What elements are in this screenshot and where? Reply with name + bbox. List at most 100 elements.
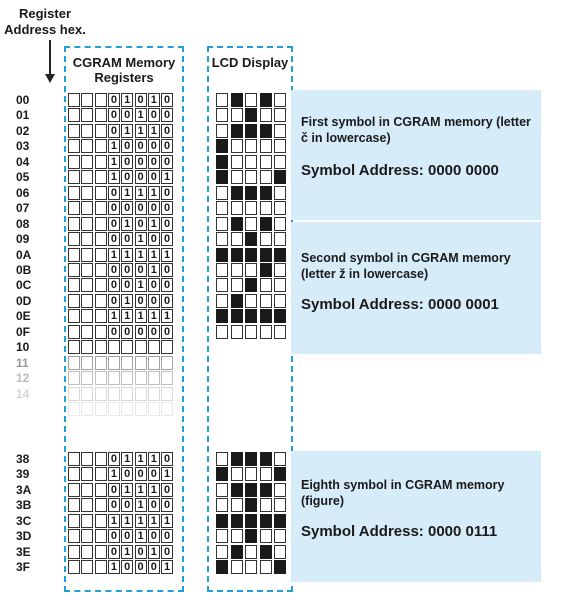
lcd-pixel bbox=[259, 232, 272, 247]
lcd-pixel bbox=[259, 324, 272, 339]
register-bit-cell bbox=[81, 185, 94, 200]
lcd-pixel bbox=[245, 309, 257, 324]
lcd-pixel bbox=[274, 247, 286, 262]
register-bit-cell bbox=[81, 123, 94, 138]
lcd-pixel bbox=[216, 108, 228, 123]
register-bit-cell: 0 bbox=[147, 108, 160, 123]
lcd-pixel bbox=[230, 232, 243, 247]
symbol-description: Eighth symbol in CGRAM memory (figure) bbox=[301, 478, 505, 508]
register-bit-cell: 1 bbox=[107, 170, 120, 185]
lcd-pixel bbox=[259, 139, 272, 154]
lcd-pixel bbox=[216, 278, 228, 293]
lcd-pixel bbox=[216, 544, 228, 559]
register-bit-cell: 1 bbox=[147, 93, 160, 107]
register-bit-cell: 0 bbox=[161, 108, 174, 123]
register-bit-cell: 0 bbox=[161, 452, 174, 466]
register-bit-cell bbox=[94, 482, 107, 497]
lcd-pixel bbox=[245, 123, 257, 138]
lcd-pixel bbox=[216, 170, 228, 185]
register-address-label: 3B bbox=[16, 498, 32, 513]
register-bit-cell bbox=[81, 278, 94, 293]
lcd-pixel bbox=[230, 201, 243, 216]
lcd-pixel bbox=[274, 185, 286, 200]
register-bit-cell: 1 bbox=[121, 293, 134, 308]
register-bit-cell bbox=[161, 340, 174, 355]
register-bit-cell bbox=[81, 201, 94, 216]
register-bit-cell bbox=[94, 170, 107, 185]
register-address-label: 3F bbox=[16, 560, 31, 575]
register-bit-cell: 0 bbox=[147, 467, 160, 482]
register-bit-cell: 0 bbox=[121, 324, 134, 339]
lcd-pixel bbox=[245, 482, 257, 497]
symbol-description: First symbol in CGRAM memory (letter č i… bbox=[301, 115, 531, 145]
lcd-pixel bbox=[259, 154, 272, 169]
lcd-pixel bbox=[230, 278, 243, 293]
register-bit-cell: 0 bbox=[161, 185, 174, 200]
register-bit-cell: 0 bbox=[134, 467, 147, 482]
register-bit-cell: 1 bbox=[147, 262, 160, 277]
register-bit-cell bbox=[68, 108, 80, 123]
register-bit-cell: 0 bbox=[147, 201, 160, 216]
register-bit-cell bbox=[68, 262, 80, 277]
register-bit-cell: 1 bbox=[121, 185, 134, 200]
lcd-pixel bbox=[245, 278, 257, 293]
register-bit-cell bbox=[161, 355, 174, 370]
register-address-label: 07 bbox=[16, 201, 30, 216]
register-bit-cell: 0 bbox=[107, 123, 120, 138]
register-bit-cell bbox=[68, 123, 80, 138]
lcd-pixel bbox=[259, 123, 272, 138]
register-bit-cell bbox=[68, 513, 80, 528]
lcd-pixel bbox=[274, 139, 286, 154]
register-bit-cell bbox=[81, 386, 94, 401]
register-bit-cell bbox=[94, 529, 107, 544]
register-bit-cell: 0 bbox=[161, 216, 174, 231]
register-bit-cell bbox=[68, 247, 80, 262]
register-bit-cell bbox=[81, 216, 94, 231]
register-bit-cell bbox=[94, 185, 107, 200]
register-bit-cell: 0 bbox=[134, 293, 147, 308]
register-bit-cell bbox=[81, 513, 94, 528]
lcd-pixel bbox=[274, 278, 286, 293]
register-bit-cell: 1 bbox=[107, 154, 120, 169]
register-bit-cell bbox=[68, 386, 80, 401]
register-bit-cell: 0 bbox=[107, 108, 120, 123]
cgram-registers-box bbox=[64, 46, 184, 592]
register-bit-cell bbox=[68, 529, 80, 544]
register-bit-cell: 0 bbox=[161, 139, 174, 154]
lcd-pixel bbox=[245, 544, 257, 559]
register-bit-cell bbox=[68, 201, 80, 216]
lcd-pixel bbox=[259, 452, 272, 466]
register-bit-cell: 0 bbox=[161, 201, 174, 216]
register-bit-cell bbox=[94, 544, 107, 559]
lcd-pixel bbox=[230, 560, 243, 575]
register-bit-cell bbox=[68, 232, 80, 247]
register-bit-cell bbox=[147, 371, 160, 386]
register-bit-cell bbox=[81, 560, 94, 575]
register-bit-cell bbox=[134, 340, 147, 355]
register-bit-cell bbox=[81, 309, 94, 324]
register-bit-cell bbox=[68, 309, 80, 324]
register-bit-cell: 1 bbox=[134, 247, 147, 262]
lcd-pixel bbox=[245, 452, 257, 466]
register-bit-cell bbox=[147, 402, 160, 416]
lcd-pixel bbox=[259, 529, 272, 544]
register-bit-cell: 1 bbox=[134, 278, 147, 293]
lcd-pixel bbox=[259, 482, 272, 497]
register-bit-cell bbox=[94, 247, 107, 262]
register-bit-cell: 0 bbox=[107, 293, 120, 308]
lcd-pixel bbox=[216, 560, 228, 575]
register-bit-cell: 1 bbox=[107, 309, 120, 324]
register-address-label: 0A bbox=[16, 247, 32, 262]
lcd-pixel bbox=[230, 216, 243, 231]
register-bit-cell: 0 bbox=[107, 452, 120, 466]
register-bit-cell: 1 bbox=[121, 247, 134, 262]
register-bit-cell bbox=[94, 93, 107, 107]
lcd-pixel bbox=[245, 154, 257, 169]
register-bit-cell bbox=[81, 93, 94, 107]
lcd-pixel bbox=[245, 467, 257, 482]
register-bit-cell bbox=[81, 154, 94, 169]
register-bit-cell bbox=[68, 355, 80, 370]
register-bit-cell bbox=[94, 278, 107, 293]
register-bit-cell: 1 bbox=[121, 309, 134, 324]
register-bit-cell: 0 bbox=[121, 262, 134, 277]
